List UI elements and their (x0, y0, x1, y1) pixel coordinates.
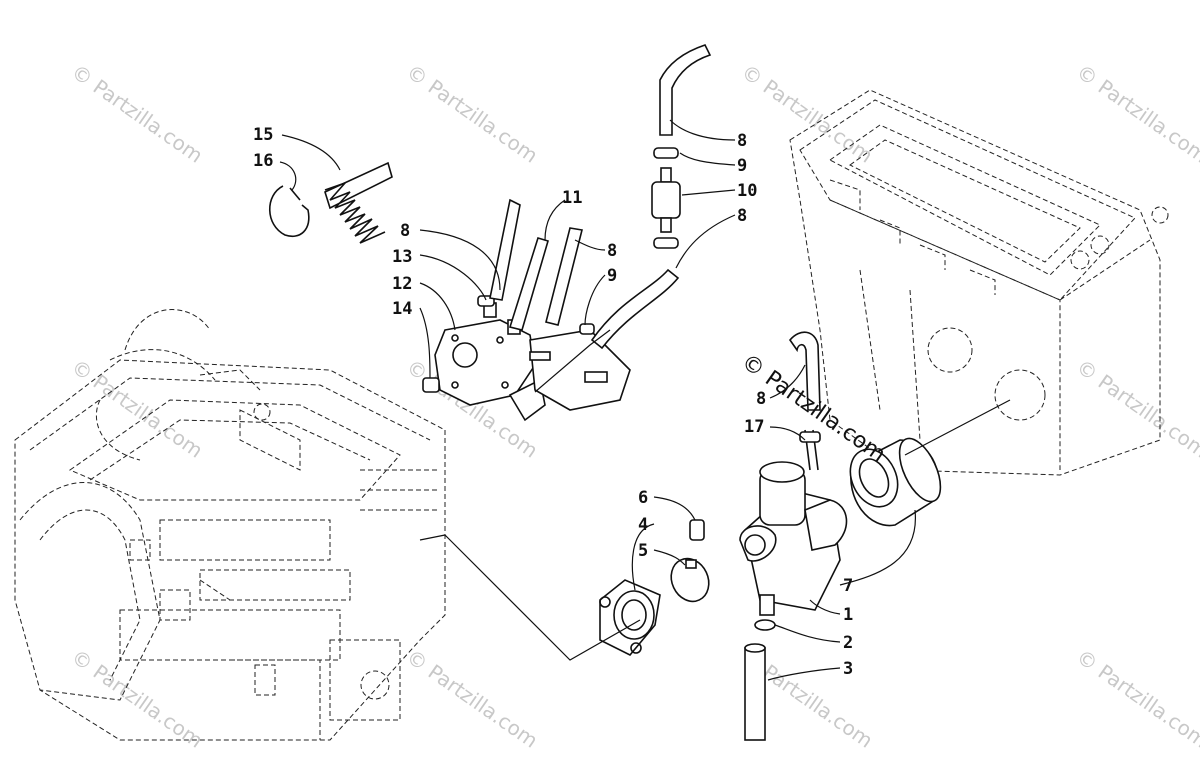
callout-12: 12 (392, 274, 412, 294)
callout-1: 1 (843, 605, 853, 625)
airbox (789, 89, 1169, 476)
fuel-pump (422, 302, 631, 422)
ring-clip (269, 185, 310, 237)
watermark: © Partzilla.com (402, 59, 542, 167)
callout-11: 11 (562, 188, 582, 208)
connection-lines (419, 329, 1011, 661)
engine-block (14, 309, 446, 741)
callout-9: 9 (737, 156, 747, 176)
watermark: © Partzilla.com (67, 644, 207, 752)
callout-15: 15 (253, 125, 273, 145)
callout-3: 3 (843, 659, 853, 679)
callout-5: 5 (638, 541, 648, 561)
drain-tube (744, 643, 766, 741)
callout-13: 13 (392, 247, 412, 267)
spring (324, 161, 393, 244)
plug (689, 519, 705, 541)
callout-7: 7 (843, 576, 853, 596)
callout-8: 8 (737, 131, 747, 151)
fuel-line-clamp (579, 147, 821, 443)
watermark: © Partzilla.com (67, 59, 207, 167)
watermark: © Partzilla.com (402, 644, 542, 752)
callout-6: 6 (638, 488, 648, 508)
intake-boot (849, 437, 942, 527)
callout-8: 8 (400, 221, 410, 241)
callout-2: 2 (843, 633, 853, 653)
watermark: © Partzilla.com (737, 59, 877, 167)
watermark: © Partzilla.com (1072, 354, 1200, 462)
callout-17: 17 (744, 417, 764, 437)
drain-clip (754, 619, 776, 631)
callout-14: 14 (392, 299, 412, 319)
callout-16: 16 (253, 151, 273, 171)
callout-9: 9 (607, 266, 617, 286)
watermark: © Partzilla.com (1072, 59, 1200, 167)
watermark: © Partzilla.com (67, 354, 207, 462)
hose-clamp (670, 557, 710, 603)
watermark: © Partzilla.com (1072, 644, 1200, 752)
callout-8: 8 (737, 206, 747, 226)
callout-8: 8 (756, 389, 766, 409)
leader-lines (279, 119, 916, 681)
callout-4: 4 (638, 515, 648, 535)
fuel-filter (651, 167, 681, 233)
callout-10: 10 (737, 181, 757, 201)
intake-flange (599, 579, 661, 656)
callouts: 15 16 8 13 12 14 11 8 9 8 9 10 8 8 17 6 … (253, 125, 853, 679)
callout-8: 8 (607, 241, 617, 261)
carburetor (739, 429, 848, 616)
